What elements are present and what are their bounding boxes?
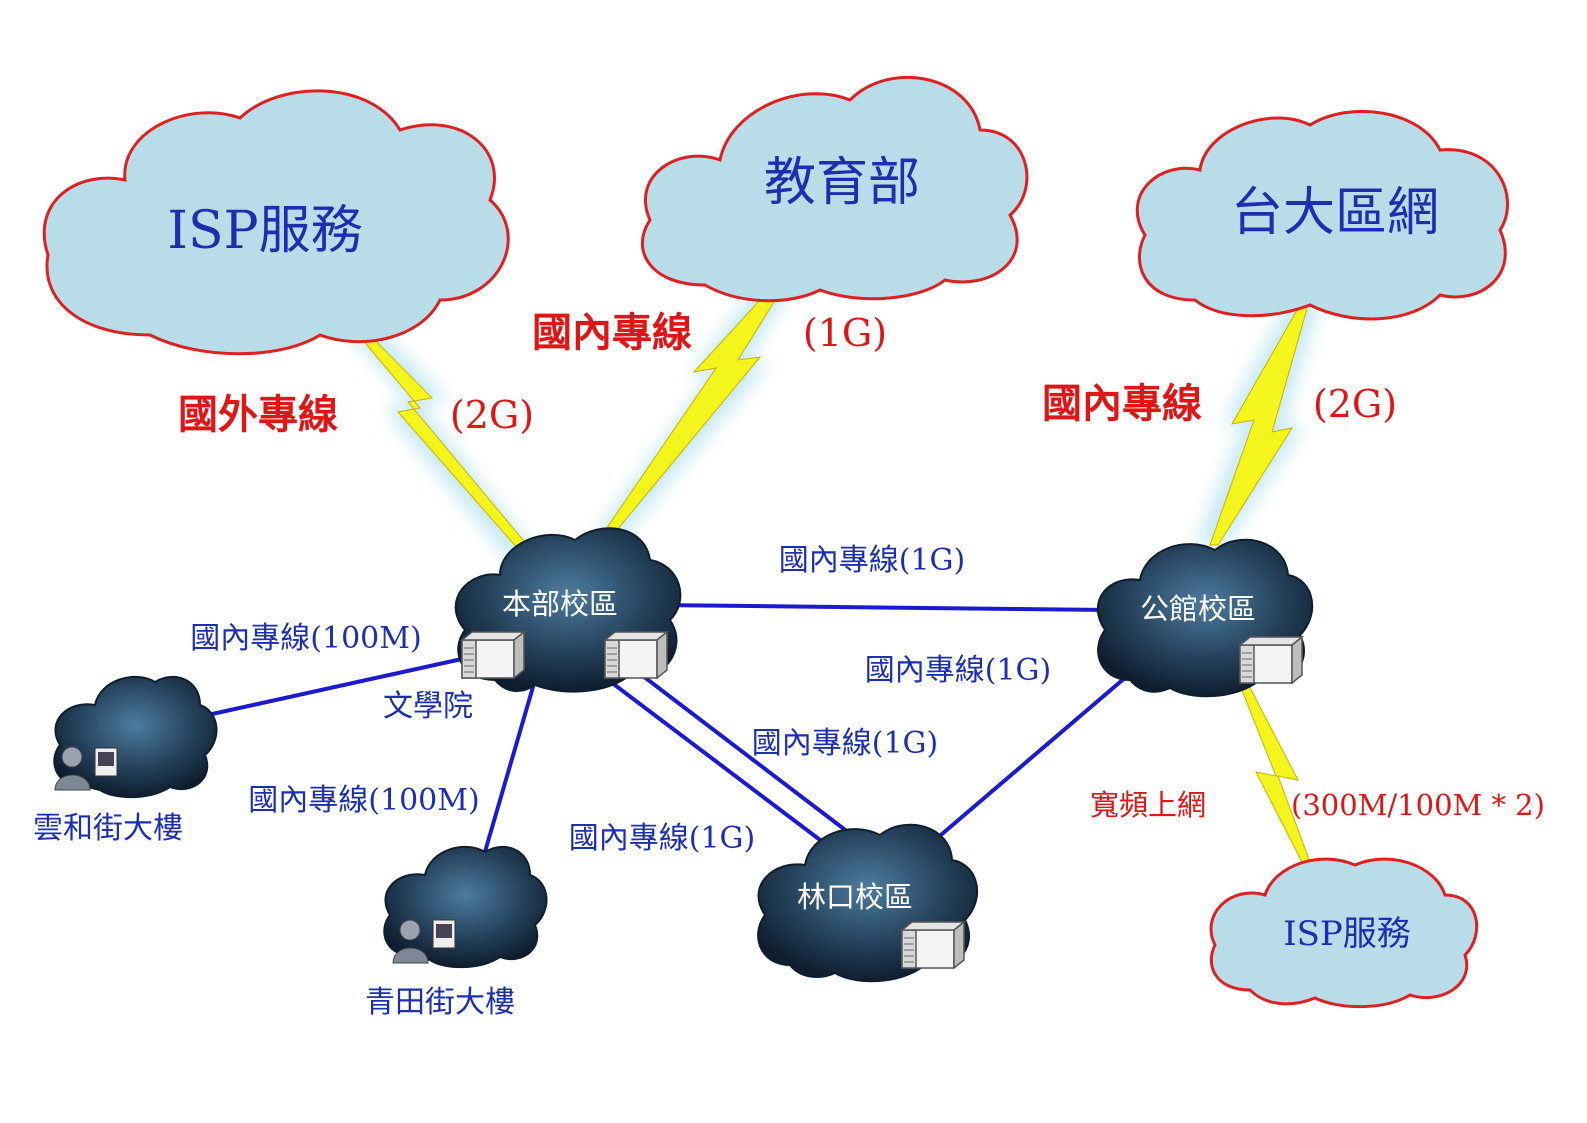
- link-main-linkou-a: [593, 668, 842, 857]
- server-icon: [1239, 636, 1303, 684]
- cloud-isp-top: ISP服務: [42, 89, 510, 356]
- cloud-isp-top-label: ISP服務: [167, 201, 362, 261]
- cloud-ntu-label: 台大區網: [1231, 183, 1439, 243]
- network-links: [184, 603, 1142, 863]
- cloud-isp-bottom: ISP服務: [1209, 857, 1479, 1009]
- campus-gongguan: 公館校區: [1096, 538, 1314, 698]
- user-computer-icon: [392, 919, 456, 964]
- uplink-foreign-label: 國外專線: [178, 391, 338, 438]
- server-icon: [461, 631, 525, 679]
- uplink-foreign-speed: (2G): [450, 393, 534, 437]
- uplink-broadband-label: 寬頻上網: [1090, 788, 1206, 822]
- uplink-ntu-label: 國內專線: [1042, 380, 1202, 427]
- link-main-qingtian: [480, 679, 537, 863]
- campus-main: 本部校區: [454, 527, 682, 693]
- cloud-ntu: 台大區網: [1135, 109, 1509, 321]
- cloud-isp-bottom-label: ISP服務: [1283, 914, 1411, 954]
- link-main-gongguan: [654, 603, 1111, 612]
- link-gongguan-linkou: [933, 663, 1142, 842]
- campus-yunhe-label: 雲和街大樓: [33, 811, 183, 846]
- campus-linkou-label: 林口校區: [797, 880, 913, 914]
- uplink-moe-speed: (1G): [803, 311, 887, 355]
- campus-gongguan-label: 公館校區: [1140, 592, 1256, 626]
- link-main-linkou-a-label: 國內專線(1G): [752, 726, 938, 761]
- campus-qingtian-label: 青田街大樓: [365, 985, 515, 1020]
- link-main-linkou-b-label: 國內專線(1G): [569, 821, 755, 856]
- link-main-yunhe-label: 國內專線(100M): [190, 621, 421, 656]
- lightning-ntu-icon: [1209, 304, 1309, 546]
- link-gongguan-linkou-label: 國內專線(1G): [865, 653, 1051, 688]
- campus-yunhe: [53, 675, 218, 799]
- lightning-broadband-icon: [1237, 679, 1311, 863]
- liberal-arts-label: 文學院: [383, 689, 473, 724]
- user-computer-icon: [54, 746, 118, 791]
- link-main-yunhe: [184, 653, 481, 722]
- link-main-gongguan-label: 國內專線(1G): [779, 543, 965, 578]
- server-icon: [604, 631, 668, 679]
- uplink-ntu-speed: (2G): [1313, 382, 1397, 426]
- campus-linkou: 林口校區: [757, 823, 979, 983]
- cloud-moe: 教育部: [640, 76, 1029, 303]
- uplink-moe-label: 國內專線: [532, 309, 692, 356]
- campus-main-label: 本部校區: [502, 587, 618, 621]
- server-icon: [901, 921, 965, 969]
- campus-qingtian: [383, 845, 548, 969]
- link-main-linkou-b: [633, 668, 867, 847]
- link-main-qingtian-label: 國內專線(100M): [248, 783, 479, 818]
- cloud-moe-label: 教育部: [764, 153, 920, 213]
- uplink-broadband-speed: (300M/100M * 2): [1291, 788, 1545, 822]
